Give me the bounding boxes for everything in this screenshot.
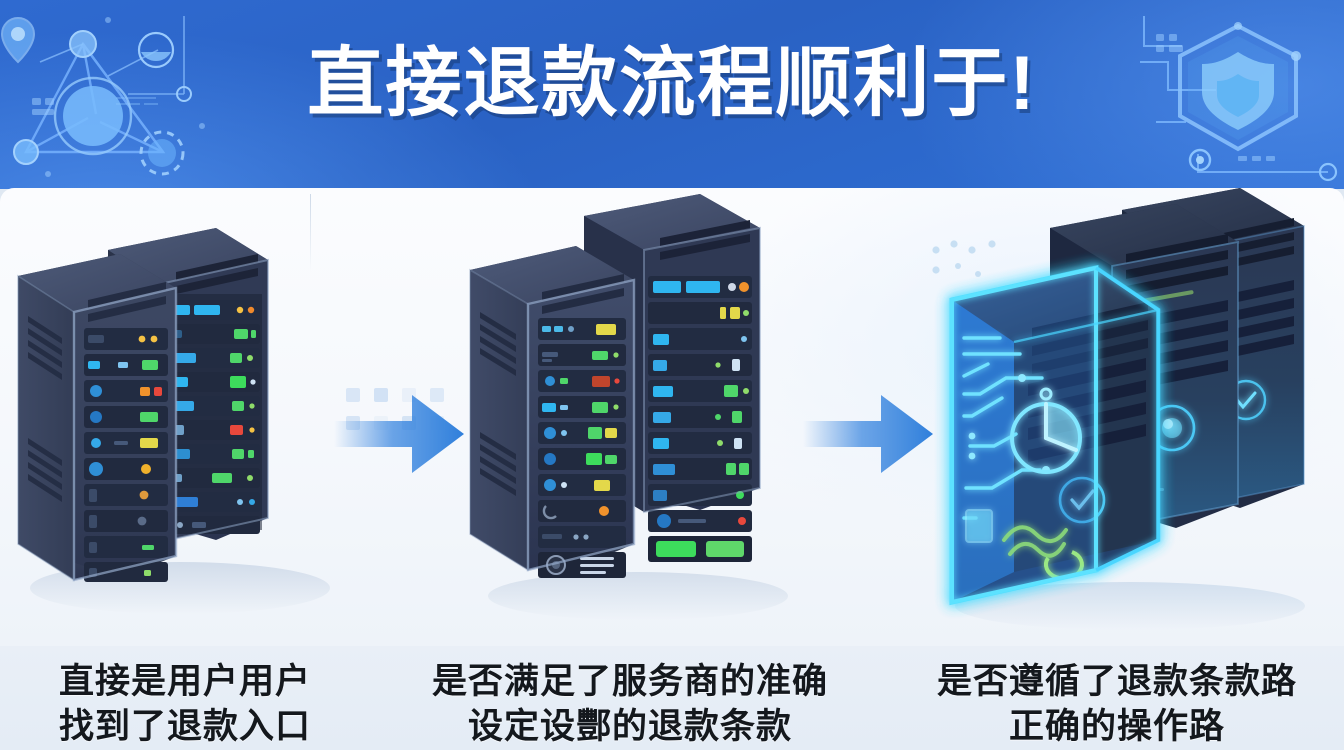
network-nodes-icon xyxy=(0,16,205,177)
panel-divider xyxy=(310,194,311,272)
stage-1-caption: 直接是用户用户 找到了退款入口 xyxy=(0,660,370,750)
stage-3-caption: 是否遵循了退款条款路 正确的操作路 xyxy=(890,660,1344,750)
caption-line-1: 直接是用户用户 xyxy=(58,662,311,701)
header-banner: 直接退款流程顺利于! xyxy=(0,0,1344,189)
shield-security-icon xyxy=(1140,16,1338,182)
caption-line-2: 找到了退款入口 xyxy=(58,706,311,746)
glowing-server-front xyxy=(949,264,1161,606)
right-arrow-icon xyxy=(334,383,466,485)
caption-line-2: 设定设酆的退款条款 xyxy=(467,706,792,746)
caption-line-1: 是否满足了服务商的准确 xyxy=(431,662,828,701)
caption-line-2: 正确的操作路 xyxy=(1008,706,1225,746)
stage-1-illustration xyxy=(0,188,340,646)
server-rack-front xyxy=(17,254,178,582)
page-title: 直接退款流程顺利于! xyxy=(307,41,1037,126)
stage-2-caption: 是否满足了服务商的准确 设定设酆的退款条款 xyxy=(380,660,880,750)
right-arrow-icon xyxy=(803,383,935,485)
server-rack-front xyxy=(469,246,636,578)
caption-strip: 直接是用户用户 找到了退款入口 是否满足了服务商的准确 设定设酆的退款条款 是否… xyxy=(0,646,1344,750)
caption-line-1: 是否遵循了退款条款路 xyxy=(936,662,1297,701)
stage-3-illustration xyxy=(900,188,1344,646)
stage-2-illustration xyxy=(448,188,810,646)
